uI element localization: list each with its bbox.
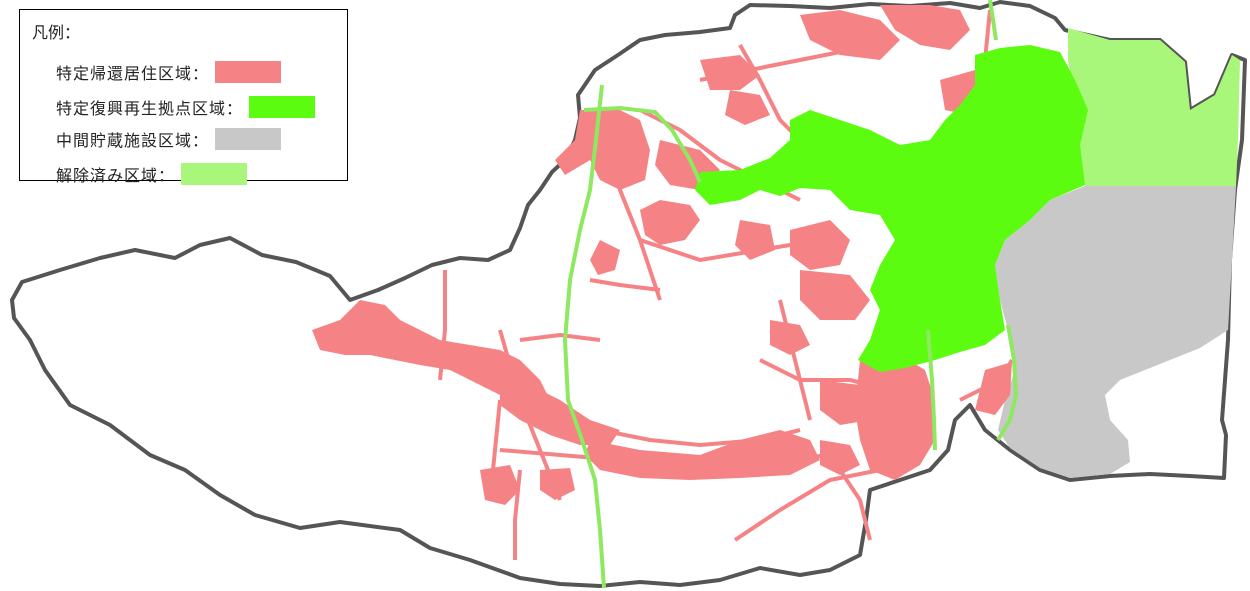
highway-lines bbox=[562, 0, 1019, 589]
legend-title: 凡例： bbox=[32, 23, 81, 42]
legend-label: 特定帰還居住区域： bbox=[56, 64, 210, 83]
legend-item-cleared: 解除済み区域： bbox=[56, 161, 248, 187]
legend: 凡例： 特定帰還居住区域： 特定復興再生拠点区域： 中間貯蔵施設区域： 解除済み… bbox=[19, 9, 348, 185]
reconstruction-base-area bbox=[695, 45, 1088, 372]
legend-item-interim-storage: 中間貯蔵施設区域： bbox=[56, 126, 282, 152]
legend-label: 特定復興再生拠点区域： bbox=[56, 99, 244, 118]
legend-item-reconstruction-base: 特定復興再生拠点区域： bbox=[56, 94, 316, 120]
legend-swatch-lightgreen bbox=[181, 163, 248, 185]
legend-swatch-red bbox=[215, 61, 282, 83]
legend-label: 解除済み区域： bbox=[56, 166, 176, 185]
legend-swatch-green bbox=[249, 96, 316, 118]
cleared-area bbox=[1068, 28, 1240, 186]
interim-storage-area bbox=[995, 186, 1236, 478]
legend-label: 中間貯蔵施設区域： bbox=[56, 131, 210, 150]
legend-swatch-gray bbox=[215, 128, 282, 150]
legend-item-return-residence: 特定帰還居住区域： bbox=[56, 59, 282, 85]
